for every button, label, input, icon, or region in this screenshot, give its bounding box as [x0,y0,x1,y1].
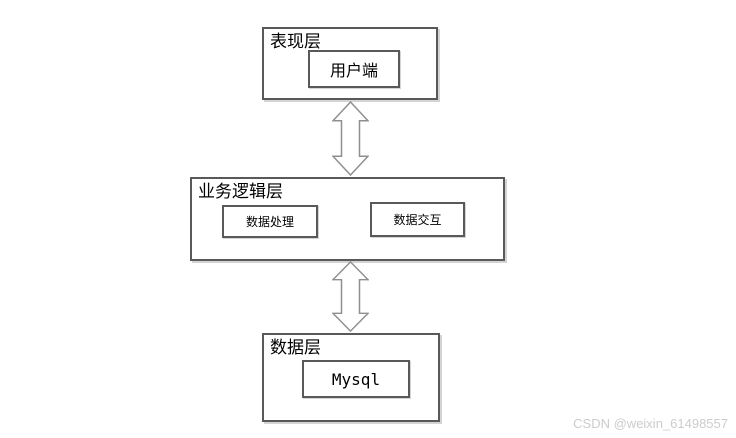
client-node: 用户端 [308,50,400,88]
business-logic-layer-label: 业务逻辑层 [198,182,283,201]
mysql-node-label: Mysql [331,369,381,389]
data-interaction-node: 数据交互 [370,202,465,237]
data-processing-node: 数据处理 [222,205,318,238]
client-node-label: 用户端 [329,63,378,80]
presentation-layer-label: 表现层 [270,32,321,51]
data-interaction-node-label: 数据交互 [393,213,442,227]
data-processing-node-label: 数据处理 [245,215,294,229]
mysql-node: Mysql [302,360,410,398]
csdn-watermark: CSDN @weixin_61498557 [573,416,728,431]
data-layer-label: 数据层 [270,338,321,357]
double-arrow-icon [332,261,369,332]
double-arrow-icon [332,101,369,176]
